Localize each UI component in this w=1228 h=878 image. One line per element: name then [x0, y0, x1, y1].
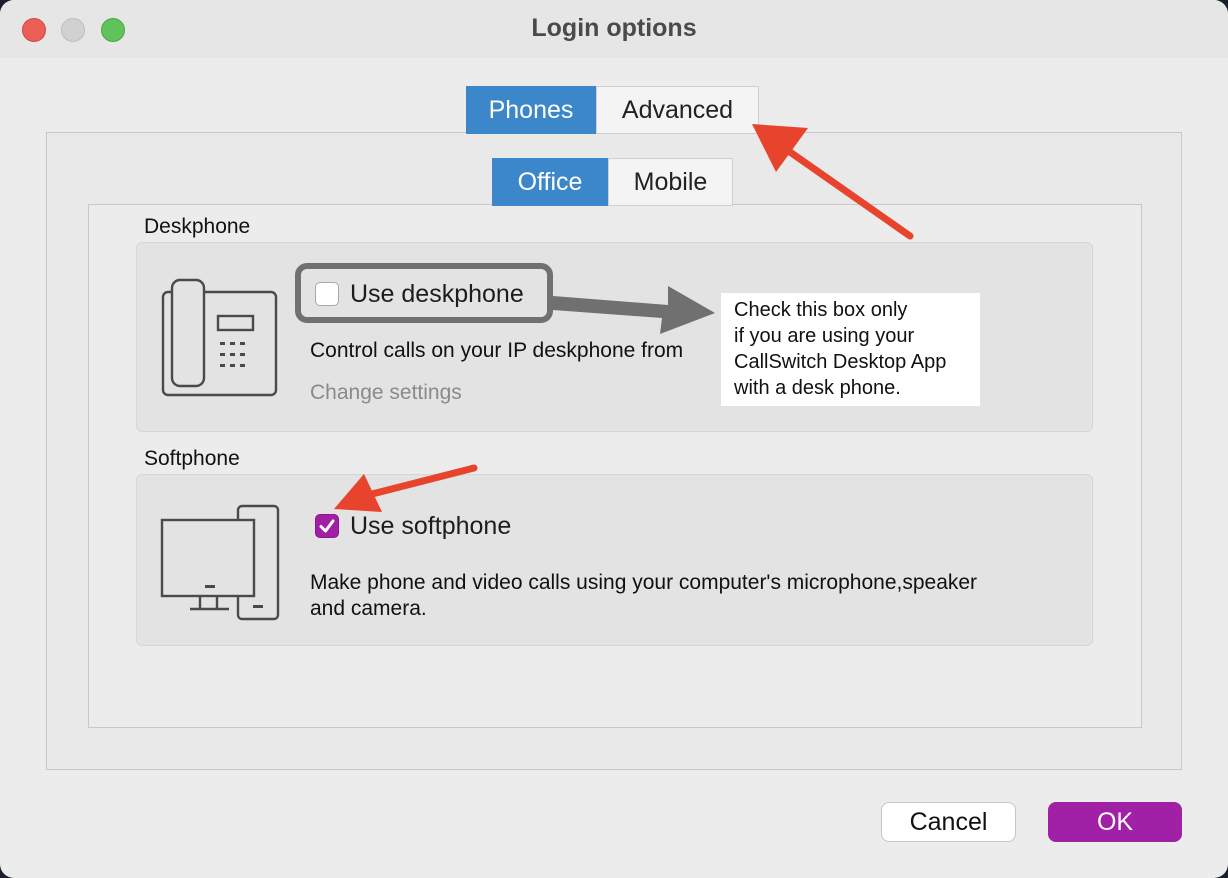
annotation-note-line: if you are using your [734, 325, 915, 347]
softphone-description-line-2: and camera. [310, 597, 427, 620]
red-arrow-softphone [334, 464, 478, 512]
window-title: Login options [531, 14, 697, 42]
deskphone-icon [161, 278, 278, 397]
deskphone-section-label: Deskphone [144, 215, 251, 238]
annotation-note-line: Check this box only [734, 299, 908, 321]
close-window-button[interactable] [22, 18, 46, 42]
gray-arrow-note [553, 286, 715, 334]
change-settings-link[interactable]: Change settings [310, 381, 462, 404]
tab-phones[interactable]: Phones [466, 86, 596, 134]
zoom-window-button[interactable] [101, 18, 125, 42]
ok-button[interactable]: OK [1048, 802, 1182, 842]
tab-advanced[interactable]: Advanced [596, 86, 759, 134]
use-softphone-label[interactable]: Use softphone [350, 512, 512, 540]
red-arrow-advanced [752, 124, 914, 240]
use-softphone-checkbox[interactable] [315, 514, 339, 538]
title-bar: Login options [0, 0, 1228, 58]
tab-mobile[interactable]: Mobile [608, 158, 733, 206]
checkmark-icon [319, 519, 335, 533]
minimize-window-button[interactable] [61, 18, 85, 42]
deskphone-highlight-frame [295, 263, 553, 323]
cancel-button[interactable]: Cancel [881, 802, 1016, 842]
softphone-description-line-1: Make phone and video calls using your co… [310, 571, 978, 594]
softphone-group [136, 474, 1093, 646]
tab-office[interactable]: Office [492, 158, 608, 206]
computer-phone-icon [160, 504, 280, 621]
annotation-note-line: with a desk phone. [734, 377, 901, 399]
annotation-note: Check this box only if you are using you… [721, 293, 980, 406]
use-deskphone-label[interactable]: Use deskphone [350, 280, 524, 308]
use-deskphone-checkbox[interactable] [315, 282, 339, 306]
softphone-section-label: Softphone [144, 447, 240, 470]
deskphone-description: Control calls on your IP deskphone from [310, 339, 684, 362]
annotation-note-line: CallSwitch Desktop App [734, 351, 947, 373]
